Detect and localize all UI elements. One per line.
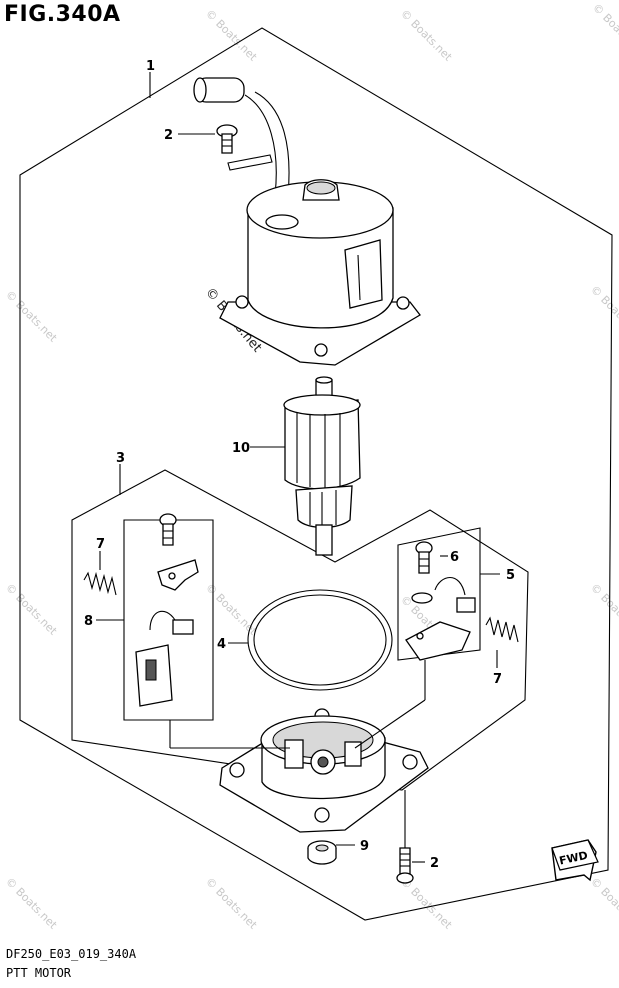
- fwd-label: FWD: [558, 849, 589, 868]
- watermark-text: © Boats.net: [590, 1, 619, 58]
- assembly-3-outline: [71, 469, 529, 791]
- watermark-text: © Boats.net: [3, 581, 60, 638]
- callout-5: 5: [506, 568, 515, 583]
- callout-7-right: 7: [493, 672, 502, 687]
- motor-base: [219, 708, 429, 833]
- watermark-text: © Boats.net: [3, 288, 60, 345]
- armature: [283, 376, 361, 556]
- callout-3: 3: [116, 451, 125, 466]
- bolt-bottom: [396, 847, 414, 884]
- watermark-text: © Boats.net: [203, 875, 260, 932]
- callout-8: 8: [84, 614, 93, 629]
- leader-lines: [96, 72, 500, 863]
- brush-holder-box-right: [397, 527, 481, 661]
- watermark-text: © Boats.net: [3, 875, 60, 932]
- spring-right: [485, 616, 519, 643]
- watermark-text: © Boats.net: [203, 581, 260, 638]
- callout-10: 10: [232, 441, 250, 456]
- figure-name: PTT MOTOR: [6, 966, 72, 980]
- figure-title: FIG.340A: [4, 2, 121, 27]
- callout-2-bottom: 2: [430, 856, 439, 871]
- assembly-1-outline: [19, 27, 613, 921]
- right-brush-holder: [405, 541, 476, 661]
- left-brush-holder: [135, 513, 199, 707]
- callout-6: 6: [450, 550, 459, 565]
- watermark-text: © Boats.net: [588, 875, 619, 932]
- watermark-text: © Boats.net: [398, 7, 455, 64]
- watermark-text: © Boats.net: [588, 581, 619, 638]
- callout-9: 9: [360, 839, 369, 854]
- callout-2-top: 2: [164, 128, 173, 143]
- oil-seal: [307, 840, 337, 865]
- callout-labels: 1 2 3 4 5 6 7 7 8 9 10 2: [84, 59, 515, 871]
- callout-4: 4: [217, 637, 226, 652]
- motor-housing: [193, 77, 421, 366]
- spring-left: [83, 571, 117, 596]
- watermark-text: © Boats.net: [588, 283, 619, 340]
- figure-code: DF250_E03_019_340A: [6, 947, 137, 961]
- callout-1: 1: [146, 59, 155, 74]
- brush-holder-box-left: [123, 519, 214, 721]
- fwd-direction-arrow: FWD: [551, 839, 599, 882]
- watermark-text: © Boats.net: [203, 7, 260, 64]
- callout-7-left: 7: [96, 537, 105, 552]
- o-ring: [247, 589, 393, 691]
